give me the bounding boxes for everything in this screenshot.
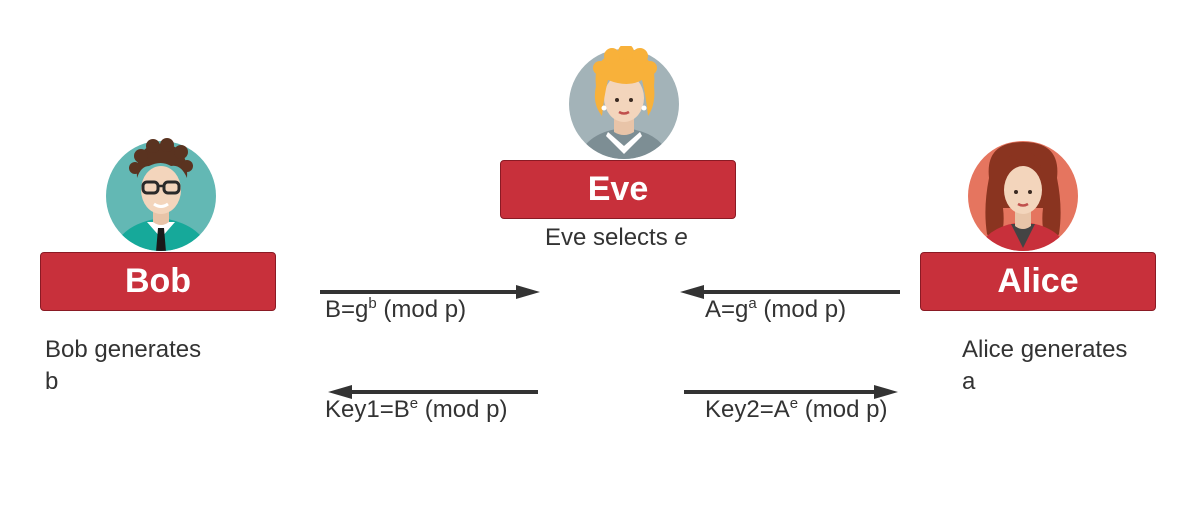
label-exponent: e [409,395,419,412]
label-bob-to-eve: B=gb (mod p) [325,294,466,326]
bob-caption-line2: b [45,368,59,395]
eve-avatar-icon [569,46,679,159]
label-tail: (mod p) [376,296,467,323]
arrow-eve-to-alice [684,385,898,399]
arrow-alice-to-eve [680,285,900,299]
label-tail: (mod p) [756,296,847,323]
eve-caption-var: e [674,224,688,251]
label-base: B=g [325,296,369,323]
eve-caption: Eve selects e [545,222,688,254]
alice-caption-line1: Alice generates [962,336,1128,363]
label-tail: (mod p) [418,396,508,423]
label-key1: Key1=Be (mod p) [325,394,507,426]
label-base: Key2=A [705,396,790,423]
bob-avatar-icon [106,138,216,251]
label-exponent: a [748,295,757,312]
label-base: A=g [705,296,749,323]
label-base: Key1=B [325,396,410,423]
eve-name: Eve [587,170,649,208]
alice-avatar-icon [968,141,1078,251]
eve-caption-text: Eve selects [545,224,675,251]
label-exponent: b [368,295,377,312]
alice-name-box: Alice [920,252,1156,311]
arrow-eve-to-bob [328,385,538,399]
alice-caption-line2: a [962,368,976,395]
label-exponent: e [789,395,799,412]
label-alice-to-eve: A=ga (mod p) [705,294,846,326]
arrow-bob-to-eve [320,285,540,299]
label-tail: (mod p) [798,396,888,423]
label-key2: Key2=Ae (mod p) [705,394,887,426]
alice-name: Alice [997,262,1079,300]
bob-caption-line1: Bob generates [45,336,202,363]
bob-name: Bob [124,262,192,300]
eve-name-box: Eve [500,160,736,219]
bob-name-box: Bob [40,252,276,311]
